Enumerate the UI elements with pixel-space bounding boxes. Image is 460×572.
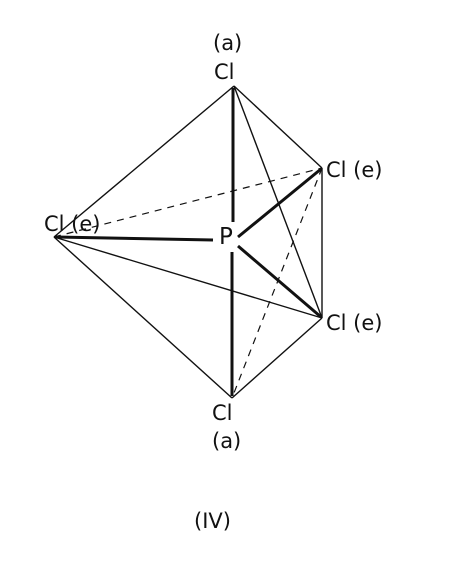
bottom-cl-label: Cl bbox=[212, 401, 233, 425]
edge-left-right-lower bbox=[53, 236, 323, 319]
phosphorus-label: P bbox=[219, 224, 233, 250]
bottom-axial-position-label: (a) bbox=[212, 429, 241, 453]
hidden-edges bbox=[53, 167, 323, 399]
bond-p-left bbox=[55, 235, 214, 242]
bond-p-right-lower bbox=[237, 244, 322, 319]
edge-left-bottom bbox=[53, 236, 233, 399]
edge-right-lower-bottom bbox=[231, 317, 323, 399]
polyhedron-edges bbox=[53, 85, 323, 399]
top-cl-label: Cl bbox=[214, 60, 235, 84]
edge-top-right-lower bbox=[233, 85, 323, 319]
edge-top-right-upper bbox=[233, 85, 323, 169]
p-cl-bonds bbox=[55, 88, 322, 396]
left-cl-label: Cl (e) bbox=[44, 212, 100, 236]
edge-top-left bbox=[53, 85, 235, 238]
figure-caption: (IV) bbox=[194, 509, 231, 533]
right-upper-cl-label: Cl (e) bbox=[326, 158, 382, 182]
bond-p-right-upper bbox=[237, 167, 322, 239]
dashed-right-upper-bottom bbox=[231, 167, 323, 399]
right-lower-cl-label: Cl (e) bbox=[326, 311, 382, 335]
top-axial-position-label: (a) bbox=[213, 31, 242, 55]
